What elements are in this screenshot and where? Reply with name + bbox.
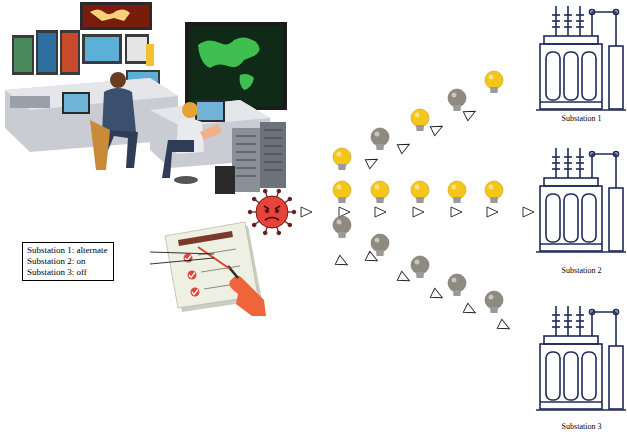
virus-icon xyxy=(248,189,296,234)
bulb-signals xyxy=(301,71,534,333)
substation-label: Substation 1 xyxy=(559,114,604,124)
substation-icons xyxy=(536,6,626,410)
substation-label: Substation 3 xyxy=(559,422,604,432)
checklist xyxy=(150,222,266,316)
substation-name: Substation 1 xyxy=(561,114,602,124)
note-line: Substation 2: on xyxy=(27,256,109,267)
control-room xyxy=(5,2,287,194)
substation-name: Substation 2 xyxy=(561,266,602,276)
note-line: Substation 3: off xyxy=(27,267,109,278)
substation-label: Substation 2 xyxy=(559,266,604,276)
substation-name: Substation 3 xyxy=(561,422,602,432)
note-line: Substation 1: alternate xyxy=(27,245,109,256)
note-box: Substation 1: alternateSubstation 2: onS… xyxy=(22,242,114,281)
